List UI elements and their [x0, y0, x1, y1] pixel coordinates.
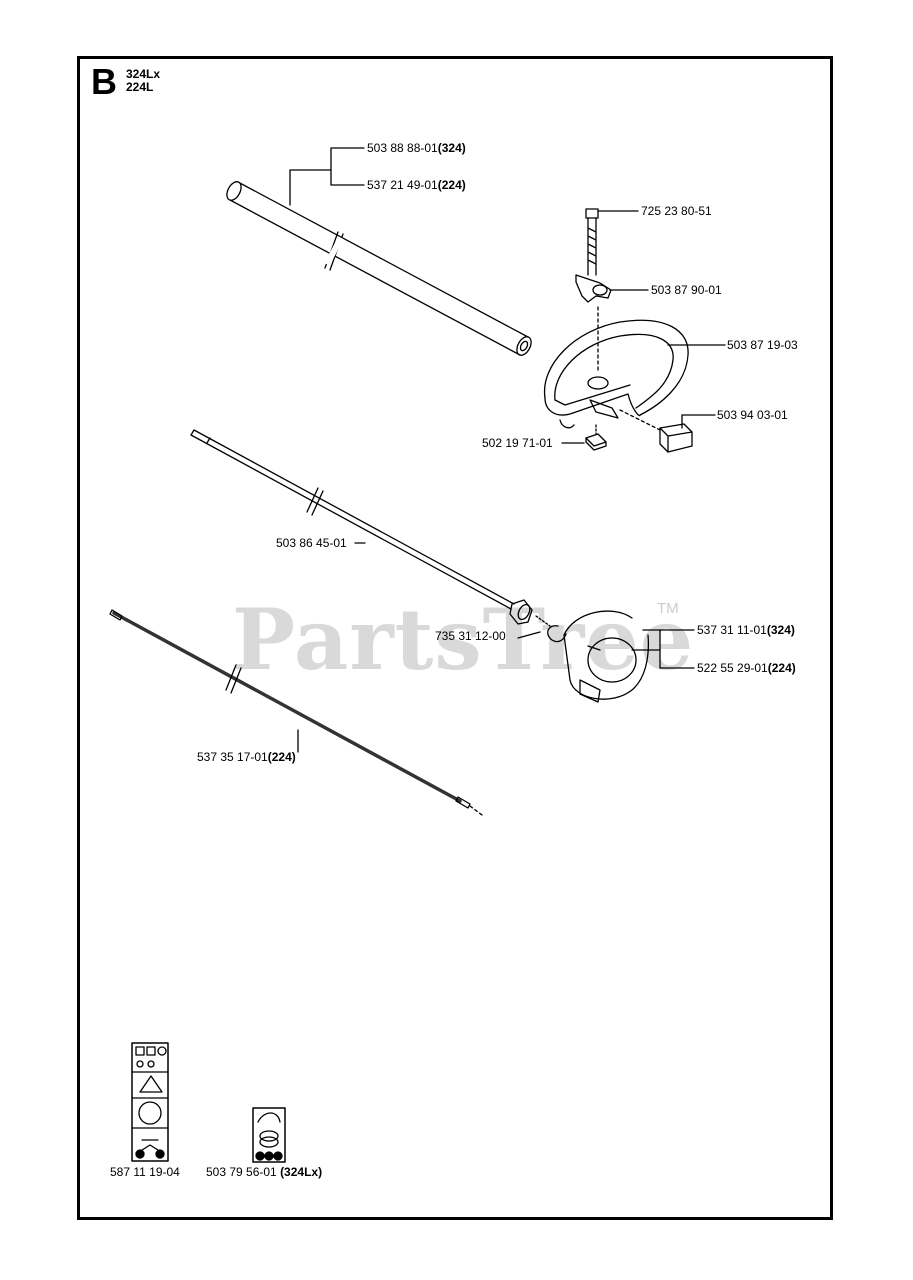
watermark-tm: TM — [657, 600, 679, 617]
decal-safety — [131, 1042, 169, 1162]
part-label: 503 94 03-01 — [717, 408, 788, 422]
part-label: 503 86 45-01 — [276, 536, 347, 550]
decal-label: 587 11 19-04 — [110, 1165, 180, 1179]
loop-handle — [543, 304, 689, 429]
part-label: 725 23 80-51 — [641, 204, 712, 218]
watermark: PartsTree — [232, 590, 695, 689]
shaft-tube — [226, 181, 532, 356]
section-letter: B — [91, 61, 117, 102]
part-label: 502 19 71-01 — [482, 436, 553, 450]
decal-trimmer-head — [252, 1107, 286, 1163]
model-label: 324Lx — [126, 67, 161, 81]
model-label: 224L — [126, 80, 154, 94]
part-label: 503 87 90-01 — [651, 283, 722, 297]
circlip — [535, 615, 567, 643]
part-label: 503 87 19-03 — [727, 338, 798, 352]
decal-label: 503 79 56-01 (324Lx) — [206, 1165, 323, 1179]
part-label: 537 35 17-01(224) — [197, 750, 296, 764]
flex-cable — [109, 609, 483, 816]
wing-knob — [575, 274, 612, 303]
bearing-housing — [563, 610, 650, 703]
part-label: 522 55 29-01(224) — [697, 661, 796, 675]
diagram-frame — [77, 56, 833, 1220]
leader-lines — [289, 147, 726, 753]
bolt — [585, 208, 599, 276]
clamp-block — [619, 409, 693, 453]
part-label: 735 31 12-00 — [435, 629, 506, 643]
part-label: 503 88 88-01(324) — [367, 141, 466, 155]
drive-shaft — [190, 429, 533, 625]
part-label: 537 21 49-01(224) — [367, 178, 466, 192]
square-nut — [585, 424, 607, 451]
part-label: 537 31 11-01(324) — [697, 623, 795, 637]
